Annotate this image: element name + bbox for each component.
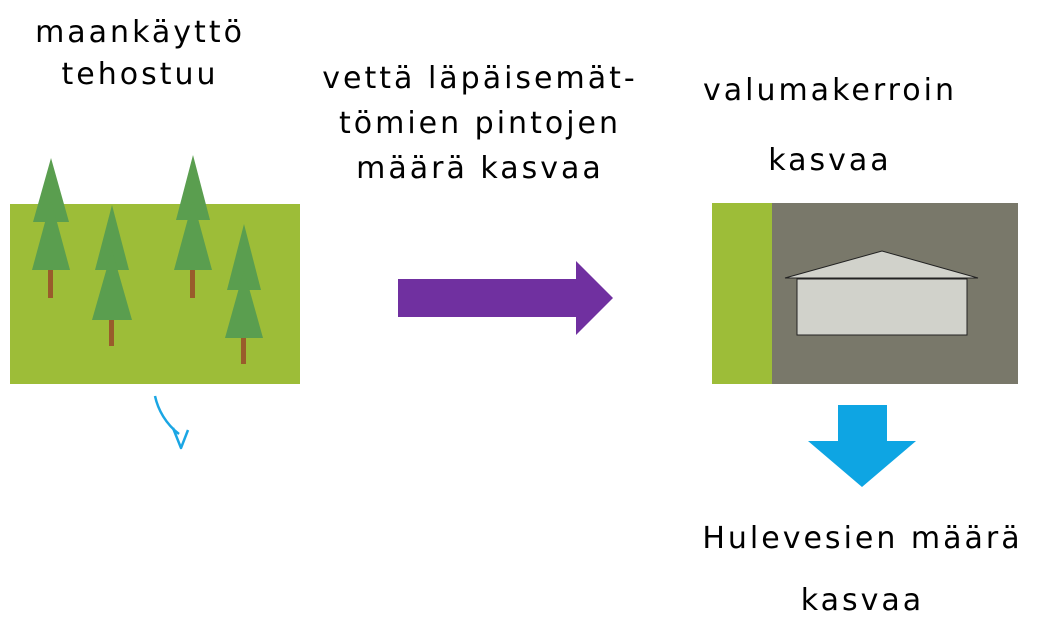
tree-1 [32, 158, 70, 298]
label-impervious-surfaces: vettä läpäisemät- tömien pintojen määrä … [300, 56, 660, 191]
label-impervious-line-3: määrä kasvaa [356, 151, 604, 186]
label-land-use-line-1: maankäyttö [35, 15, 245, 50]
down-arrow-icon [808, 405, 916, 487]
label-runoff-line-2: kasvaa [768, 143, 892, 178]
forest-scene [10, 155, 300, 384]
label-land-use: maankäyttö tehostuu [0, 12, 280, 96]
tree-4 [225, 224, 263, 364]
urban-scene [712, 203, 1018, 384]
curved-down-arrow-icon [153, 395, 190, 450]
tree-2 [92, 205, 132, 346]
label-impervious-line-2: tömien pintojen [339, 106, 621, 141]
right-arrow-icon [398, 261, 613, 335]
label-impervious-line-1: vettä läpäisemät- [322, 61, 638, 96]
tree-3 [174, 155, 212, 298]
green-strip [712, 203, 772, 384]
label-runoff-line-1: valumakerroin [702, 73, 958, 108]
diagram-figure [10, 155, 1018, 487]
label-land-use-line-2: tehostuu [61, 57, 219, 92]
label-stormwater-line-1: Hulevesien määrä [702, 521, 1023, 556]
building-icon [784, 250, 979, 336]
label-stormwater: Hulevesien määrä kasvaa [690, 508, 1035, 632]
label-runoff-coefficient: valumakerroin kasvaa [695, 56, 965, 196]
